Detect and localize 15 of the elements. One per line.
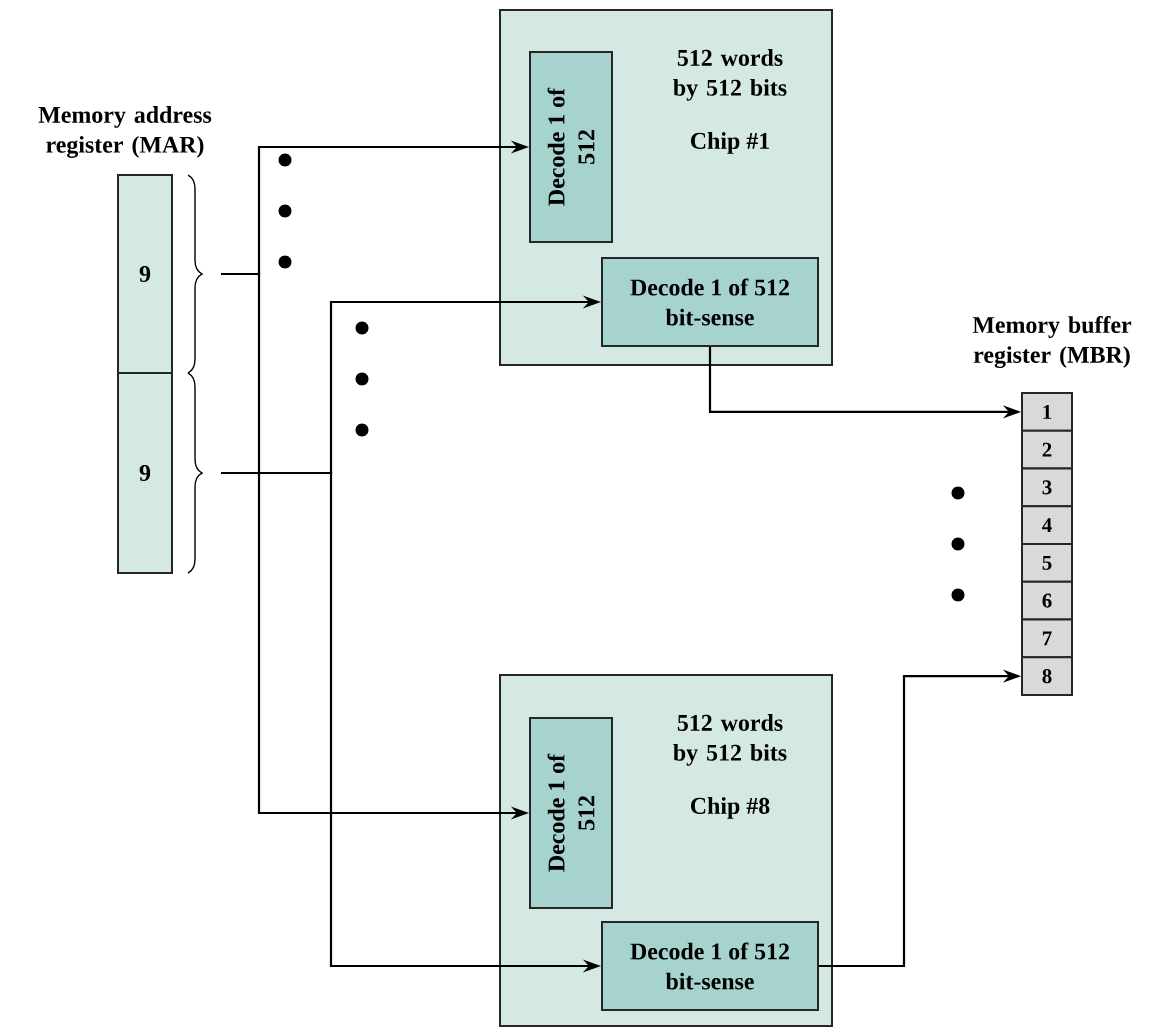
register-cell: 1	[1021, 392, 1073, 432]
decoder-box: Decode 1 of 512 bit-sense	[601, 257, 819, 347]
decoder-box: Decode 1 of 512	[529, 717, 613, 909]
register-cell: 9	[117, 372, 173, 574]
register-cell: 6	[1021, 580, 1073, 621]
decoder-box: Decode 1 of 512	[529, 51, 613, 243]
register-cell: 7	[1021, 618, 1073, 659]
register-cell: 3	[1021, 467, 1073, 508]
register-cell: 8	[1021, 656, 1073, 696]
register-cell: 9	[117, 174, 173, 374]
register-label: Memory buffer register (MBR)	[972, 316, 1132, 368]
register-cell: 4	[1021, 505, 1073, 545]
decoder-box: Decode 1 of 512 bit-sense	[601, 921, 819, 1011]
register-cell: 5	[1021, 543, 1073, 583]
register-cell: 2	[1021, 429, 1073, 470]
